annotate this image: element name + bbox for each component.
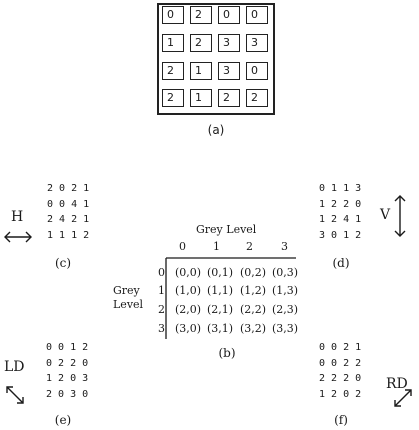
grid-cell: 1 (162, 34, 184, 52)
pair-cell: (1,0) (175, 284, 202, 297)
matrix-row: 2 0 2 1 (47, 183, 90, 194)
row-header-1: 1 (158, 284, 165, 297)
pair-cell: (2,1) (207, 303, 234, 316)
row-header-2: 2 (158, 303, 165, 316)
label-ld: LD (4, 359, 25, 375)
table-axes (165, 257, 296, 339)
pair-cell: (1,1) (207, 284, 234, 297)
pair-cell: (1,3) (272, 284, 299, 297)
matrix-row: 1 2 4 1 (319, 214, 362, 225)
grid-cell: 0 (246, 62, 268, 80)
pair-cell: (3,0) (175, 322, 202, 335)
caption-c: (c) (54, 256, 72, 270)
matrix-row: 0 0 2 1 (319, 342, 362, 353)
double-arrow-vertical-icon (394, 195, 406, 237)
pair-cell: (0,3) (272, 266, 299, 279)
caption-b: (b) (218, 346, 236, 360)
pair-cell: (1,2) (240, 284, 267, 297)
pair-cell: (3,2) (240, 322, 267, 335)
matrix-row: 1 2 0 2 (319, 388, 362, 400)
matrix-row: 0 0 2 2 (319, 357, 362, 369)
caption-f: (f) (334, 413, 348, 427)
matrix-row: 2 4 2 1 (47, 214, 90, 225)
grid-cell: 0 (218, 6, 240, 24)
matrix-row: 0 2 2 0 (46, 357, 89, 369)
col-header-0: 0 (179, 240, 186, 253)
double-arrow-horizontal-icon (4, 231, 32, 243)
matrix-row: 2 0 3 0 (46, 388, 89, 400)
pair-cell: (0,1) (207, 266, 234, 279)
row-header-3: 3 (158, 322, 165, 335)
label-v: V (380, 207, 391, 223)
grid-cell: 2 (190, 34, 212, 52)
row-header-0: 0 (158, 266, 165, 279)
matrix-row: 0 0 1 2 (46, 342, 89, 353)
grid-cell: 2 (190, 6, 212, 24)
matrix-rd: 0 0 2 1 0 0 2 2 2 2 2 0 1 2 0 2 (319, 340, 361, 402)
matrix-row: 0 1 1 3 (319, 183, 362, 194)
grid-cell: 3 (218, 34, 240, 52)
grid-cell: 1 (190, 62, 212, 80)
col-header-2: 2 (246, 240, 253, 253)
col-header-3: 3 (281, 240, 288, 253)
pair-cell: (3,1) (207, 322, 234, 335)
double-arrow-diagonal-left-icon (6, 386, 24, 404)
label-rd: RD (386, 376, 408, 392)
grid-cell: 3 (246, 34, 268, 52)
col-header-1: 1 (213, 240, 220, 253)
pair-cell: (0,0) (175, 266, 202, 279)
matrix-ld: 0 0 1 2 0 2 2 0 1 2 0 3 2 0 3 0 (46, 340, 88, 402)
pair-cell: (0,2) (240, 266, 267, 279)
matrix-row: 0 0 4 1 (47, 198, 90, 210)
matrix-row: 3 0 1 2 (319, 229, 362, 241)
matrix-h: 2 0 2 1 0 0 4 1 2 4 2 1 1 1 1 2 (47, 181, 89, 243)
grid-cell: 1 (190, 89, 212, 107)
pair-cell: (2,0) (175, 303, 202, 316)
grid-cell: 2 (162, 62, 184, 80)
caption-a: (a) (207, 123, 225, 137)
pair-cell: (2,3) (272, 303, 299, 316)
pair-cell: (2,2) (240, 303, 267, 316)
grid-cell: 0 (246, 6, 268, 24)
matrix-v: 0 1 1 3 1 2 2 0 1 2 4 1 3 0 1 2 (319, 181, 361, 243)
row-title-grey: Grey (113, 284, 140, 297)
grid-cell: 0 (162, 6, 184, 24)
grid-cell: 2 (246, 89, 268, 107)
grid-cell: 3 (218, 62, 240, 80)
matrix-row: 1 2 2 0 (319, 198, 362, 210)
grid-cell: 2 (162, 89, 184, 107)
caption-e: (e) (54, 413, 72, 427)
matrix-row: 1 1 1 2 (47, 229, 90, 241)
matrix-row: 1 2 0 3 (46, 373, 89, 384)
label-h: H (11, 209, 24, 225)
col-title: Grey Level (196, 223, 257, 236)
matrix-row: 2 2 2 0 (319, 373, 362, 384)
pair-cell: (3,3) (272, 322, 299, 335)
caption-d: (d) (332, 256, 350, 270)
grid-cell: 2 (218, 89, 240, 107)
double-arrow-diagonal-right-icon (394, 389, 412, 407)
row-title-level: Level (113, 298, 144, 311)
